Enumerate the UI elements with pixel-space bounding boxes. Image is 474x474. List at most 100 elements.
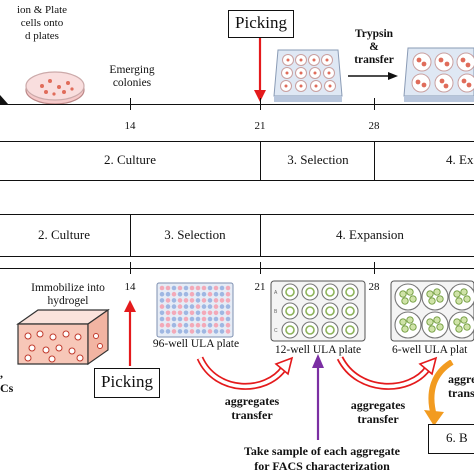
plate-96-well [207,298,213,303]
plate-96-well [207,329,213,334]
plate-96-well [183,310,189,316]
bottom-day-21: 21 [254,281,266,293]
plate-96-well [225,285,231,291]
plate-96-well [201,316,207,322]
plate-96-well [183,291,189,297]
bottom-timeline-axis [0,268,474,269]
plate-96-well [171,322,177,328]
plate-96-well [183,329,189,334]
plate-96-well [189,329,195,334]
top-band-top-border [0,141,474,142]
transfer-1-line-2: transfer [231,408,273,422]
plate-96-base [156,282,234,338]
seeding-line-2: cells onto [20,17,64,29]
plate-96-well [219,329,225,334]
bottom-band-divider-14 [130,214,131,257]
facs-sample-label: Take sample of each aggregate for FACS c… [222,444,422,474]
plate-96-well [159,291,165,297]
plate-96-well [171,316,177,322]
plate-96-well [219,291,225,297]
plate-96-well [165,285,171,291]
bottom-tick-14 [130,262,131,274]
top-12-well-plate-icon [273,49,343,102]
transfer-arrow-12-to-6 [336,356,438,390]
top-tick-28 [374,98,375,110]
trypsin-line-3: transfer [354,54,394,66]
bottom-picking-box [94,368,160,398]
bottom-tick-28 [374,262,375,274]
plate-96-well [183,304,189,309]
top-band-bottom-border [0,180,474,181]
plate-96-well [195,291,201,297]
plate-96-well [177,316,183,322]
top-tick-14 [130,98,131,110]
bottom-day-14: 14 [124,281,136,293]
trypsin-transfer-label: Trypsin & transfer [346,28,402,67]
plate-96-well [213,291,219,297]
top-band-divider-28 [374,141,375,181]
plate-96-well [177,298,183,303]
plate-96-well [213,322,219,328]
transfer-label-1: aggregates transfer [212,394,292,422]
plate-6-label: 6-well ULA plat [392,344,468,356]
seeding-line-3: d plates [25,30,59,42]
top-tick-21 [260,98,261,110]
plate-96-well [189,285,195,291]
plate-96-well [183,285,189,291]
plate-96-well [189,322,195,328]
plate-96-well [171,285,177,291]
plate-96-well [159,298,165,303]
plate-96-well [201,310,207,316]
bottom-band-divider-21 [260,214,261,257]
immobilize-line-2: hydrogel [47,295,89,307]
plate-96-well [159,329,165,334]
plate-96-well [159,285,165,291]
plate-96-well [213,304,219,309]
bottom-tick-21 [260,262,261,274]
plate-96-well [219,285,225,291]
top-band-divider-21 [260,141,261,181]
plate-96-well [165,298,171,303]
plate-96-well [213,329,219,334]
plate-96-well [219,322,225,328]
plate-96-well [159,316,165,322]
emerging-colonies-label: Emerging colonies [100,64,164,90]
plate-96-well [189,298,195,303]
trypsin-line-1: Trypsin [354,28,394,40]
transfer-2-line-1: aggregates [350,398,406,412]
orange-curved-arrow [424,360,454,426]
plate-96-well [219,316,225,322]
plate-96-well [171,298,177,303]
stage-6-label: 6. B [446,430,468,445]
top-red-down-arrow [254,38,266,102]
plate-96-well [183,298,189,303]
plate-96-well [219,298,225,303]
plate-96-well [165,329,171,334]
plate-12-label: 12-well ULA plate [274,344,362,356]
emerging-line-2: colonies [112,77,152,89]
left-fragment-2: Cs [0,381,14,395]
seeding-label: ion & Plate cells onto d plates [0,4,84,43]
plate-96-well [177,304,183,309]
transfer-2-line-2: transfer [357,412,399,426]
well-letter-b: B [274,309,278,315]
plate-96-well [189,316,195,322]
plate-96-well [177,285,183,291]
plate-96-well [177,322,183,328]
trypsin-line-2: & [369,41,379,53]
transfer-arrow-96-to-12 [196,356,294,390]
plate-96-well [213,298,219,303]
immobilize-label: Immobilize into hydrogel [20,282,116,308]
top-stage-expansion: 4. Ex [446,152,474,167]
plate-96-well [165,304,171,309]
plate-96-well [225,310,231,316]
top-timeline-axis [0,104,474,105]
bottom-picking-label: Picking [101,372,153,391]
bottom-stage-culture: 2. Culture [38,227,90,242]
plate-96-well [225,298,231,303]
plate-96-well [213,316,219,322]
left-fragment-label: , Cs [0,366,13,396]
plate-96-well [165,322,171,328]
plate-96-label: 96-well ULA plate [152,338,240,350]
12-well-plate-icon: A B C [270,280,366,342]
